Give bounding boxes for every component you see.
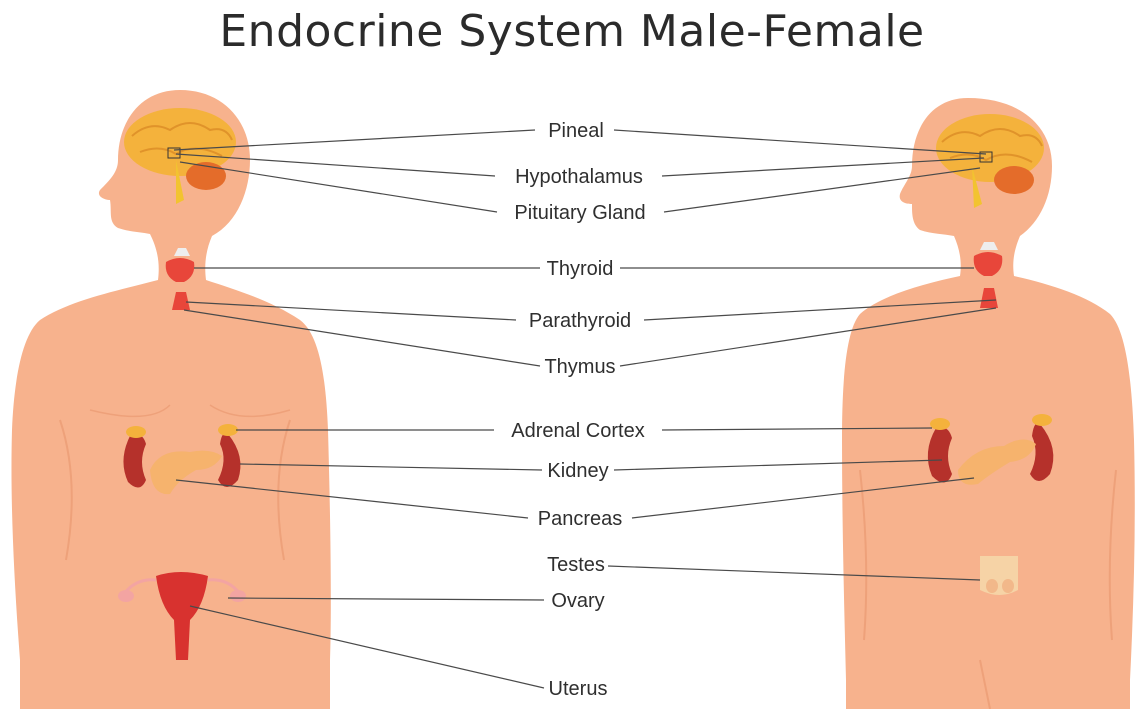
label-uterus: Uterus	[549, 678, 608, 700]
label-kidney: Kidney	[547, 460, 608, 482]
label-ovary: Ovary	[551, 590, 604, 612]
labels: Pineal Hypothalamus Pituitary Gland Thyr…	[511, 120, 645, 700]
label-pancreas: Pancreas	[538, 508, 623, 530]
label-thyroid: Thyroid	[547, 258, 614, 280]
testes-icon	[980, 556, 1018, 595]
label-adrenal-cortex: Adrenal Cortex	[511, 420, 644, 442]
label-testes: Testes	[547, 554, 605, 576]
label-thymus: Thymus	[544, 356, 615, 378]
label-pineal: Pineal	[548, 120, 604, 142]
male-body	[842, 98, 1135, 709]
label-pituitary-gland: Pituitary Gland	[514, 202, 645, 224]
label-parathyroid: Parathyroid	[529, 310, 631, 332]
label-hypothalamus: Hypothalamus	[515, 166, 643, 188]
